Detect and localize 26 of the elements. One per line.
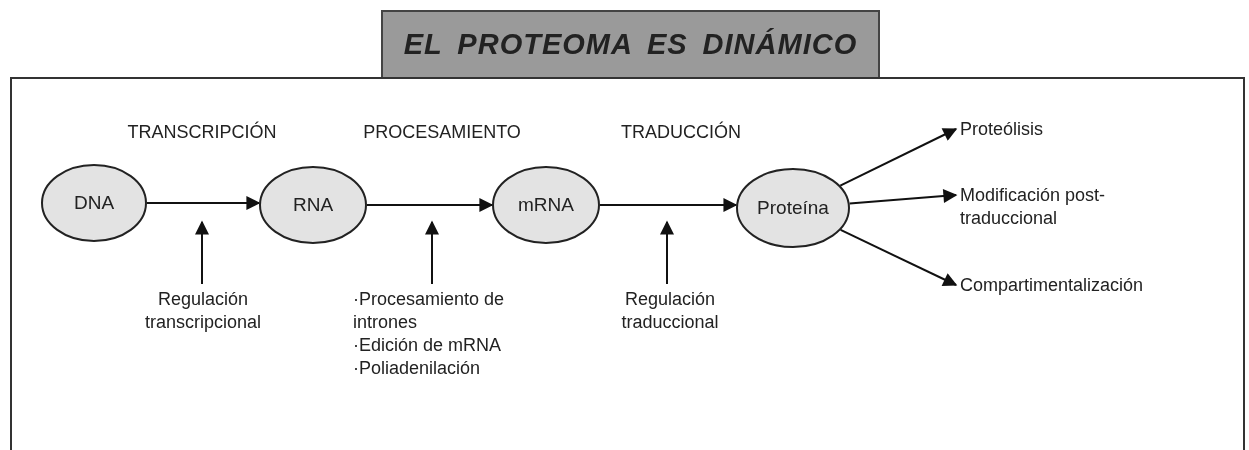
annotation-text: Proteólisis (960, 118, 1045, 141)
node-label: RNA (292, 194, 334, 216)
annotation-text: Regulación traduccional (620, 288, 720, 334)
arrow (848, 189, 958, 205)
list-item: ·Procesamiento de intrones (353, 288, 506, 334)
annotation-text: Regulación transcripcional (143, 288, 263, 334)
node-label: mRNA (518, 194, 574, 216)
ellipse-node (259, 166, 367, 244)
regulation-arrow (660, 220, 674, 285)
arrow (839, 228, 958, 286)
arrow (599, 198, 738, 212)
regulation-arrow (425, 220, 439, 285)
annotation-text: Compartimentalización (960, 274, 1145, 297)
title-banner: EL PROTEOMA ES DINÁMICO (381, 10, 880, 77)
ellipse-node (736, 168, 850, 248)
arrow (146, 196, 261, 210)
node-label: DNA (73, 192, 115, 214)
node-label: Proteína (757, 197, 829, 219)
annotation-text: Modificación post-traduccional (960, 184, 1107, 230)
regulation-arrow (195, 220, 209, 285)
arrow (839, 128, 958, 187)
list-item: ·Edición de mRNA (353, 334, 503, 357)
ellipse-node (41, 164, 147, 242)
ellipse-node (492, 166, 600, 244)
list-item: ·Poliadenilación (353, 357, 482, 380)
arrow (366, 198, 494, 212)
